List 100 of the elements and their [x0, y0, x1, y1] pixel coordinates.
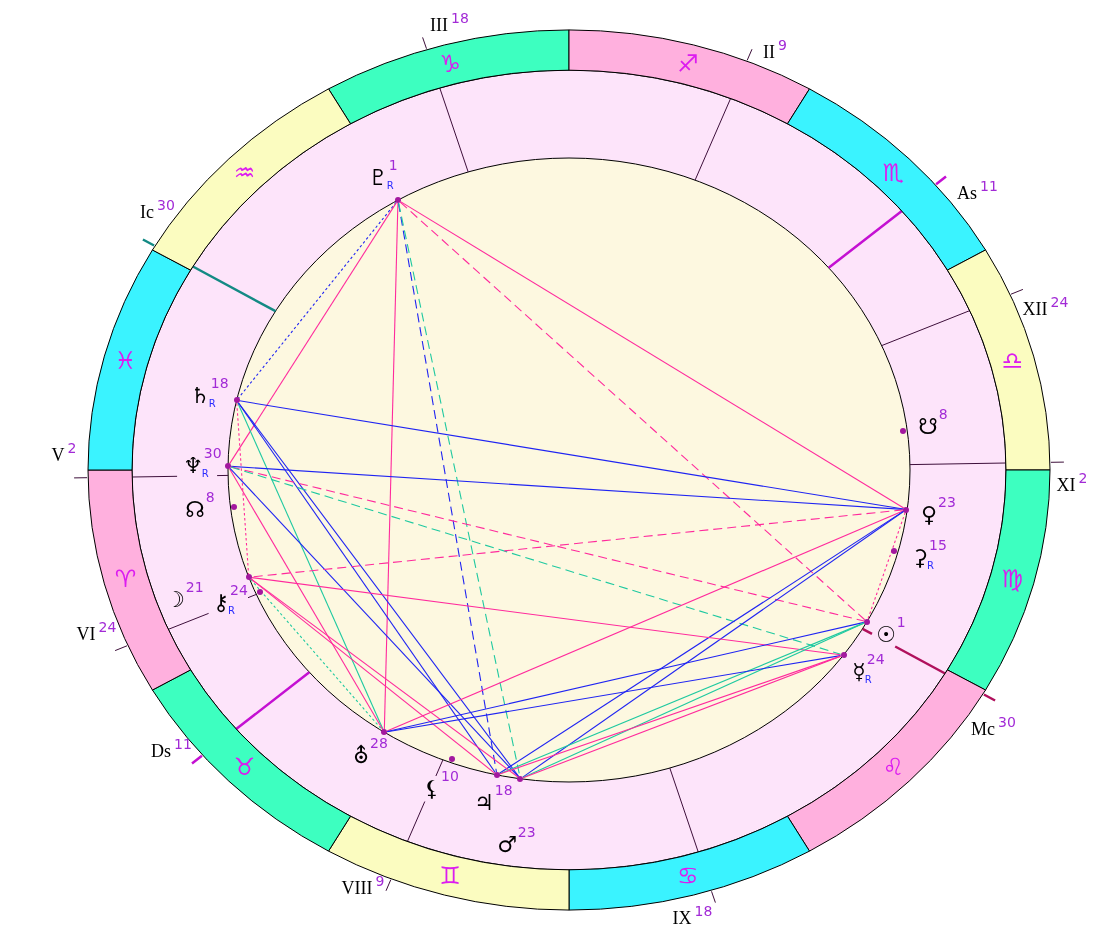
zodiac-symbol: ♐ [677, 52, 699, 77]
planet-symbol: ⛢ [352, 745, 370, 767]
planet-symbol: ☊ [185, 499, 205, 521]
zodiac-symbol: ♈ [114, 566, 137, 591]
degree-number: 1 [896, 615, 906, 629]
position-dot [256, 589, 263, 595]
position-dot [517, 775, 524, 782]
position-dot [864, 618, 870, 625]
degree-number: 2 [67, 441, 77, 455]
planet-symbol: ☽ [165, 589, 185, 611]
aspect-line [230, 466, 865, 622]
planet-symbol: ♇ [368, 167, 388, 189]
degree-number: 11 [174, 737, 192, 751]
planet-symbol: ♆ [183, 455, 203, 477]
house-label: XII [1022, 300, 1048, 318]
aspect-line [386, 655, 842, 733]
house-label: VI [76, 625, 96, 643]
aspect-line [400, 201, 905, 509]
degree-number: 24 [230, 583, 248, 597]
zodiac-symbol: ♊ [439, 863, 461, 888]
house-label: As [957, 184, 977, 202]
degree-number: 1 [388, 158, 398, 172]
degree-number: 8 [938, 407, 948, 421]
degree-number: 9 [375, 874, 385, 888]
degree-number: 2 [1078, 471, 1088, 485]
aspect-line [229, 468, 384, 731]
degree-number: 18 [694, 904, 713, 918]
aspect-line [383, 202, 399, 730]
zodiac-symbol: ♑ [439, 52, 461, 77]
degree-number: 23 [938, 495, 956, 509]
house-label: Ds [151, 742, 171, 760]
planet-symbol: ⚷ [212, 592, 230, 614]
planet-symbol: ♀ [920, 504, 938, 526]
planet-symbol: ♄ [190, 385, 210, 407]
position-dot [900, 427, 907, 434]
planet-symbol: ♂ [497, 834, 517, 856]
position-dot [225, 463, 231, 470]
aspect-line [230, 465, 904, 510]
degree-number: 8 [205, 490, 215, 504]
position-dot [381, 729, 388, 736]
position-dot [245, 574, 252, 581]
planet-symbol: ⚳ [911, 547, 929, 569]
house-label: V [51, 446, 65, 464]
aspect-line [250, 578, 383, 731]
aspect-line [229, 202, 397, 465]
degree-number: 24 [866, 652, 885, 666]
zodiac-symbol: ♎ [1001, 349, 1024, 374]
degree-number: 28 [370, 736, 388, 750]
zodiac-symbol: ♓ [114, 349, 137, 374]
house-label: Mc [971, 720, 995, 738]
planet-symbol: ⚸ [423, 778, 441, 800]
degree-number: 15 [929, 538, 947, 552]
aspect-line [236, 402, 250, 575]
degree-number: 9 [778, 38, 787, 52]
house-label: VIII [341, 879, 373, 897]
position-dot [231, 504, 238, 510]
position-dot [233, 397, 240, 404]
degree-number: 11 [980, 179, 998, 193]
zodiac-symbol: ♍ [1001, 566, 1024, 591]
degree-number: 30 [998, 715, 1016, 729]
aspect-line [237, 201, 397, 399]
planet-symbol: ☋ [918, 416, 938, 438]
aspect-line [229, 467, 519, 778]
planet-symbol: ♃ [474, 792, 494, 814]
retrograde-mark: R [386, 181, 394, 191]
degree-number: 30 [203, 446, 222, 460]
aspect-line [399, 201, 866, 621]
house-label: XI [1056, 476, 1076, 494]
retrograde-mark: R [208, 399, 216, 409]
aspect-line [237, 402, 384, 731]
aspect-line [230, 466, 842, 655]
position-dot [903, 506, 910, 513]
position-dot [493, 771, 500, 778]
aspect-line [251, 509, 904, 578]
house-label: Ic [140, 203, 154, 221]
zodiac-symbol: ♉ [233, 754, 256, 779]
aspect-line [386, 621, 865, 733]
degree-number: 18 [210, 376, 229, 390]
position-dot [840, 652, 847, 659]
planet-symbol: ☉ [876, 624, 896, 646]
degree-number: 10 [441, 769, 459, 783]
zodiac-symbol: ♒ [233, 161, 256, 186]
aspect-line [251, 577, 842, 656]
degree-number: 24 [98, 620, 117, 634]
degree-number: 18 [494, 783, 513, 797]
aspect-line [386, 510, 905, 732]
position-dot [449, 756, 456, 763]
zodiac-symbol: ♏ [882, 161, 905, 186]
planet-symbol: ☿ [852, 661, 866, 683]
retrograde-mark: R [927, 561, 934, 571]
aspect-line [239, 400, 904, 510]
aspect-line [867, 511, 906, 620]
retrograde-mark: R [201, 469, 209, 479]
degree-number: 30 [157, 198, 175, 212]
house-label: IX [672, 909, 692, 927]
retrograde-mark: R [228, 606, 235, 616]
degree-number: 23 [517, 825, 536, 839]
position-dot [395, 197, 401, 204]
zodiac-symbol: ♋ [677, 863, 699, 888]
house-label: II [763, 43, 775, 61]
